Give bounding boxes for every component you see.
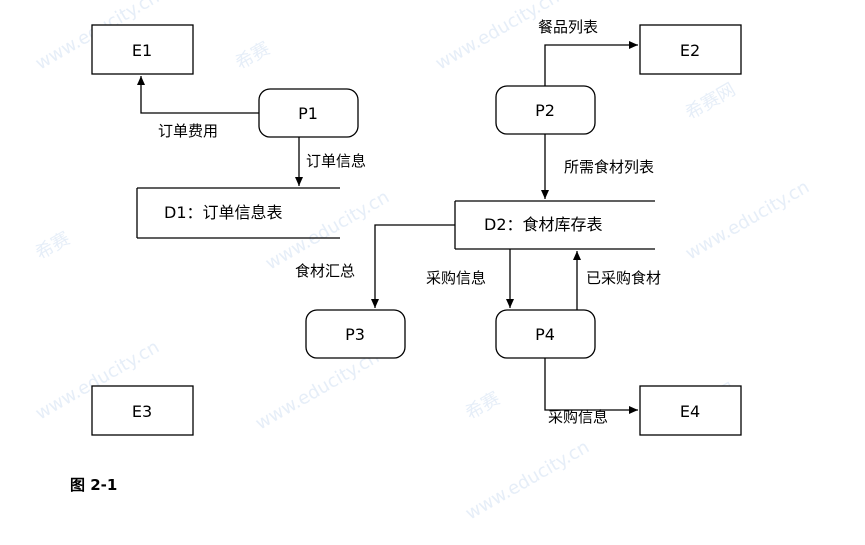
flow-label-ingredient-summary: 食材汇总 xyxy=(295,262,355,280)
process-label: P3 xyxy=(345,325,365,344)
watermark-text: www.educity.cn xyxy=(682,177,813,265)
flow-label-order-fee: 订单费用 xyxy=(158,122,218,140)
flow-label-dish-list: 餐品列表 xyxy=(538,18,598,36)
datastore-d1: D1：订单信息表 xyxy=(136,187,340,239)
flow-order-fee-arrow xyxy=(137,76,259,114)
entity-e3: E3 xyxy=(91,385,194,436)
watermark: www.educity.cn 希赛 www.educity.cn 希赛网 希赛 … xyxy=(32,0,813,524)
entity-e4: E4 xyxy=(639,385,742,436)
entity-label: E1 xyxy=(132,41,152,60)
entity-label: E4 xyxy=(680,402,700,421)
process-p2: P2 xyxy=(495,85,596,135)
figure-caption: 图 2-1 xyxy=(70,476,118,494)
watermark-text: www.educity.cn xyxy=(462,437,593,525)
watermark-text: 希赛网 xyxy=(682,79,739,124)
process-label: P1 xyxy=(298,104,318,123)
watermark-text: 希赛 xyxy=(232,38,274,74)
datastore-label: D1：订单信息表 xyxy=(164,203,283,222)
flow-label-ingredients-needed: 所需食材列表 xyxy=(564,158,654,176)
process-label: P4 xyxy=(535,325,555,344)
watermark-text: www.educity.cn xyxy=(432,0,563,74)
watermark-text: 希赛 xyxy=(32,228,74,264)
process-p1: P1 xyxy=(258,88,359,138)
entity-label: E3 xyxy=(132,402,152,421)
flow-label-purchase-info-in: 采购信息 xyxy=(426,269,486,287)
entity-label: E2 xyxy=(680,41,700,60)
datastore-label: D2：食材库存表 xyxy=(484,215,603,234)
process-label: P2 xyxy=(535,101,555,120)
process-p3: P3 xyxy=(305,309,406,359)
flow-ingredient-summary-arrow xyxy=(371,224,455,308)
watermark-text: 希赛 xyxy=(462,388,504,424)
entity-e1: E1 xyxy=(91,24,194,75)
datastore-d2: D2：食材库存表 xyxy=(454,200,655,250)
flow-dish-list-arrow xyxy=(544,41,638,86)
process-p4: P4 xyxy=(495,309,596,359)
flow-label-purchased-ingredients: 已采购食材 xyxy=(586,269,661,287)
flow-label-order-info: 订单信息 xyxy=(306,152,366,170)
flow-purchase-info-out-arrow xyxy=(544,358,638,414)
watermark-text: www.educity.cn xyxy=(252,347,383,435)
entity-e2: E2 xyxy=(639,24,742,75)
flow-label-purchase-info-out: 采购信息 xyxy=(548,408,608,426)
